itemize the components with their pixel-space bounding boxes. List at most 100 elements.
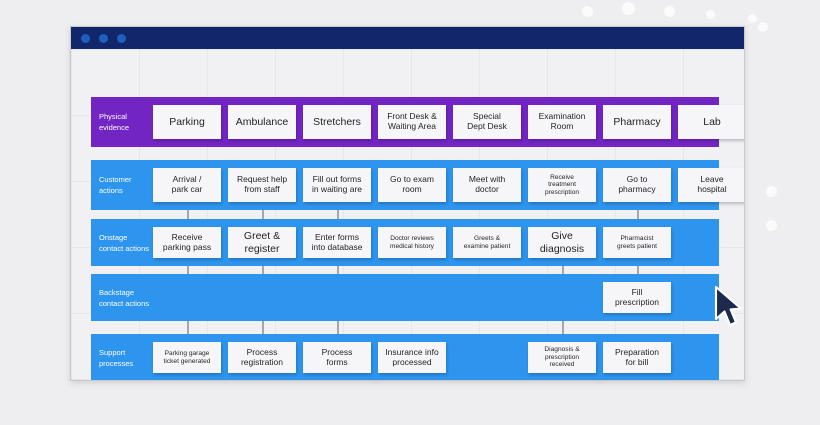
row-label-line-1: Backstage xyxy=(99,287,135,297)
blueprint-card[interactable]: Parking xyxy=(153,105,221,139)
blueprint-card-label-line: Diagnosis & xyxy=(544,346,580,354)
blueprint-card-label-line: examine patient xyxy=(463,242,511,250)
blueprint-card[interactable]: Lab xyxy=(678,105,744,139)
blueprint-card-label: Ambulance xyxy=(236,116,289,128)
decorative-dot xyxy=(706,10,715,19)
blueprint-card-label: Greet &register xyxy=(244,230,280,254)
window-dot-close-icon[interactable] xyxy=(81,33,90,43)
blueprint-card-label-line: prescription xyxy=(544,188,580,196)
blueprint-card-label-line: Preparation xyxy=(615,346,659,357)
blueprint-card[interactable]: Greets &examine patient xyxy=(453,227,521,258)
window-dot-maximize-icon[interactable] xyxy=(117,33,126,43)
window-title-bar xyxy=(71,27,744,49)
row-label-line-2: processes xyxy=(99,358,134,368)
blueprint-card-label-line: from staff xyxy=(244,184,280,194)
blueprint-card-label-line: diagnosis xyxy=(539,242,585,255)
blueprint-card-label-line: Leave xyxy=(700,174,724,185)
blueprint-card[interactable]: Arrival /park car xyxy=(153,168,221,202)
blueprint-card[interactable]: Pharmacy xyxy=(603,105,671,139)
blueprint-card-label: Pharmacy xyxy=(613,116,660,128)
blueprint-card-label-line: Examination xyxy=(538,111,586,122)
window-dot-minimize-icon[interactable] xyxy=(99,33,108,43)
decorative-dot xyxy=(664,6,675,17)
blueprint-card-label-line: Request help xyxy=(236,174,288,185)
decorative-dot xyxy=(622,2,635,15)
blueprint-card-label-line: forms xyxy=(326,356,348,367)
blueprint-card[interactable]: Greet &register xyxy=(228,227,296,258)
blueprint-card-label-line: Give xyxy=(551,230,573,243)
row-label-line-1: Onstage xyxy=(99,232,128,242)
blueprint-card-label-line: Fill xyxy=(631,286,643,297)
blueprint-card-label-line: treatment xyxy=(548,181,576,189)
blueprint-card-label-line: Fill out forms xyxy=(312,174,362,185)
diagram-canvas[interactable]: Physical evidence Parking Ambulance Stretc… xyxy=(71,49,744,380)
row-label-line-1: Physical xyxy=(99,112,127,121)
blueprint-card-label-line: Special xyxy=(473,111,501,122)
browser-window: Physical evidence Parking Ambulance Stretc… xyxy=(70,26,745,381)
blueprint-card-label-line: Insurance info xyxy=(385,346,439,357)
row-label-line-2: evidence xyxy=(99,123,130,132)
blueprint-card-label: Stretchers xyxy=(313,116,361,128)
blueprint-card[interactable]: Stretchers xyxy=(303,105,371,139)
blueprint-card[interactable]: Ambulance xyxy=(228,105,296,139)
blueprint-card-label-line: Go to exam xyxy=(390,174,434,185)
blueprint-card[interactable]: Front Desk &Waiting Area xyxy=(378,105,446,139)
blueprint-card-label-line: Stretchers xyxy=(313,115,361,128)
blueprint-card-label: Parking xyxy=(169,116,205,128)
blueprint-card-label-line: Lab xyxy=(703,115,721,128)
blueprint-card-label-line: prescription xyxy=(615,296,659,307)
blueprint-card-label-line: prescription xyxy=(544,353,580,361)
blueprint-card-label-line: Waiting Area xyxy=(388,121,436,131)
blueprint-card-label-line: Greet & xyxy=(243,230,281,243)
blueprint-card-label-line: Receive xyxy=(550,173,574,181)
blueprint-card-label-line: Meet with xyxy=(468,174,506,185)
blueprint-card-label-line: room xyxy=(402,184,422,194)
decorative-dot xyxy=(766,220,777,231)
blueprint-row-physical-evidence[interactable]: Physical evidence Parking Ambulance Stretc… xyxy=(91,97,744,147)
blueprint-card-label-line: Parking xyxy=(169,115,205,128)
row-label-support-processes: Support processes xyxy=(91,347,153,369)
blueprint-card-label-line: into database xyxy=(311,241,363,252)
blueprint-card-label-line: Go to xyxy=(626,174,648,185)
blueprint-card-label-line: hospital xyxy=(697,184,727,194)
blueprint-card-label: Arrival /park car xyxy=(172,174,203,195)
